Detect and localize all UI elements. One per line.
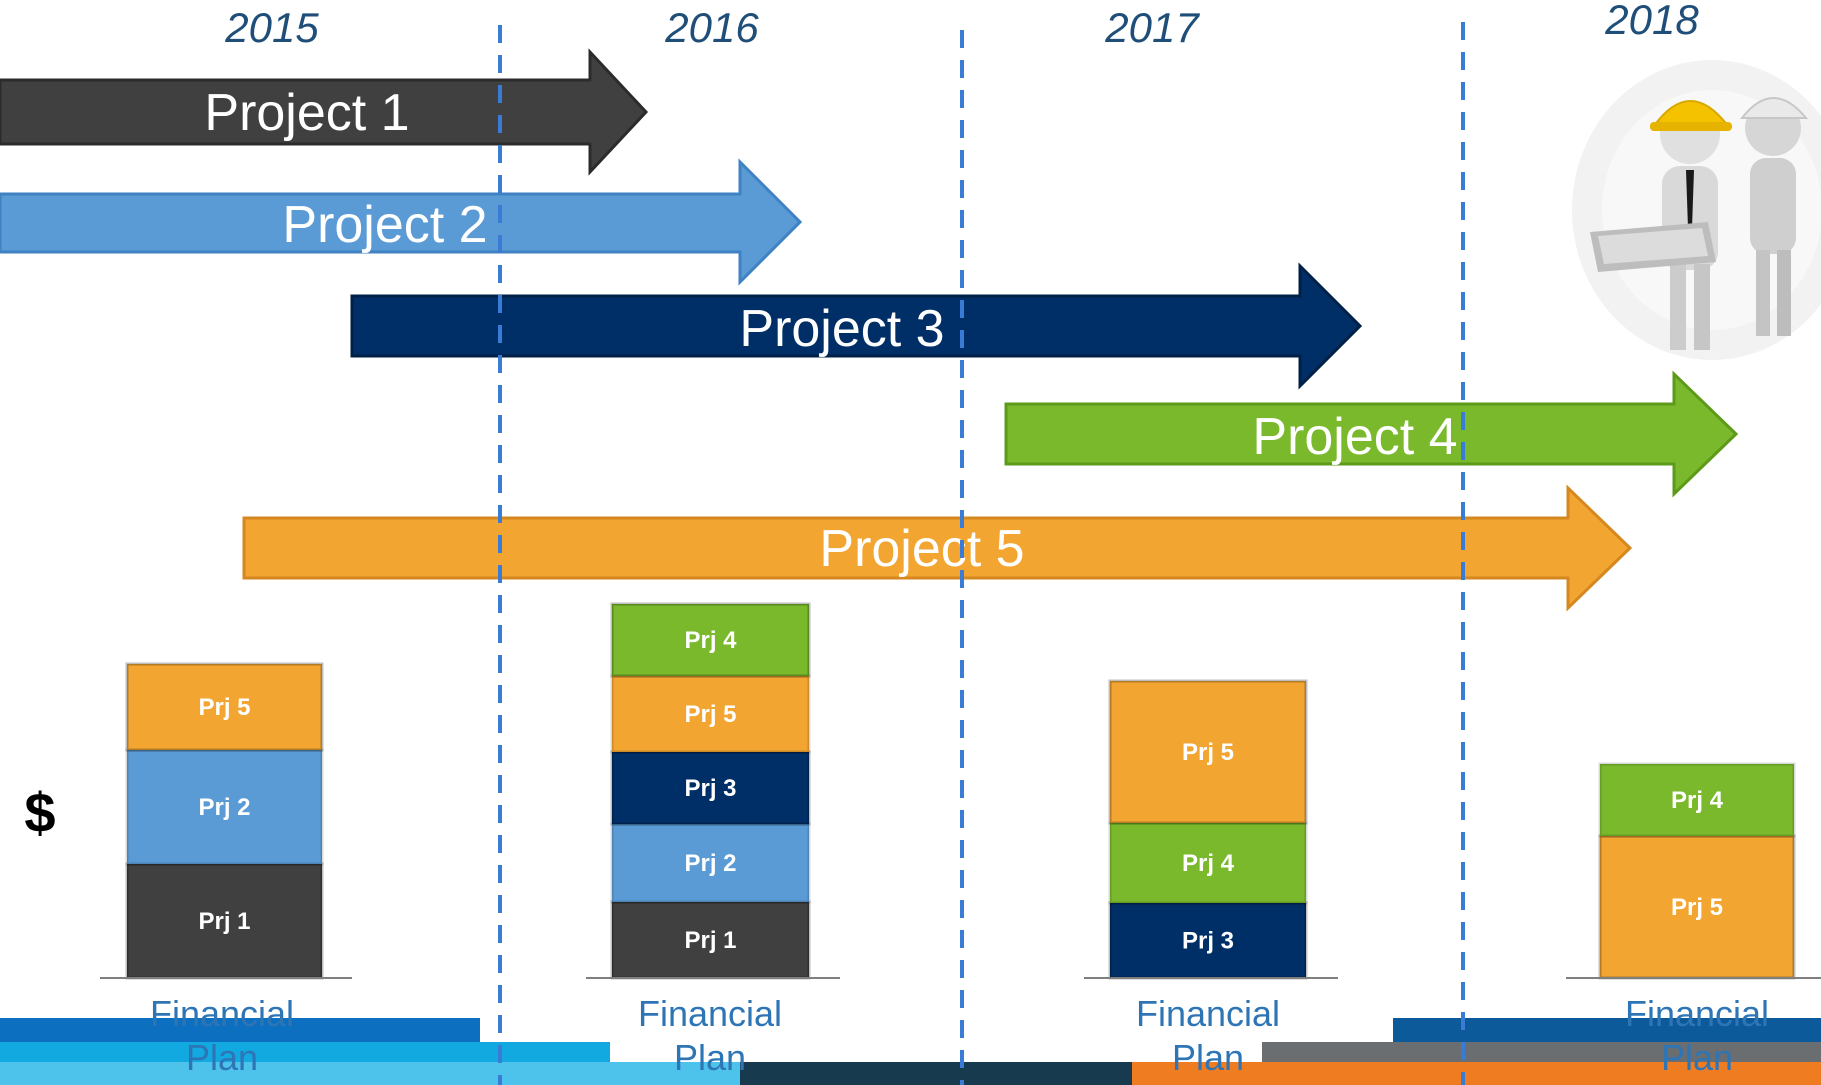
plan-segment (125, 748, 324, 866)
plan-segment (1108, 679, 1308, 825)
financial-plan-label: Financial (1136, 993, 1280, 1034)
plan-segment-label: Prj 3 (1182, 928, 1234, 955)
financial-plan-label: Plan (186, 1037, 258, 1078)
year-dividers (498, 22, 1465, 1085)
plan-segment-label: Prj 5 (1182, 739, 1234, 766)
project-arrow-1 (0, 48, 649, 176)
year-label-2017: 2017 (1104, 4, 1200, 51)
financial-plan-label: Financial (1625, 993, 1769, 1034)
plan-segment (1598, 762, 1796, 838)
plan-segment-label: Prj 4 (1182, 850, 1235, 877)
plan-segment-label: Prj 4 (684, 627, 737, 654)
plan-segment-label: Prj 2 (684, 850, 736, 877)
financial-plan-label: Financial (638, 993, 782, 1034)
plan-segment-label: Prj 5 (684, 701, 736, 728)
financial-plan-label: Plan (1172, 1037, 1244, 1078)
project-arrow-4 (1004, 370, 1739, 498)
plan-segment (1108, 901, 1308, 980)
plan-segment-label: Prj 3 (684, 775, 736, 802)
plan-segment (610, 822, 811, 904)
year-label-2015: 2015 (224, 4, 319, 51)
footer-color-strips (0, 1018, 1821, 1085)
financial-plan-label: Plan (674, 1037, 746, 1078)
project-label-1: Project 1 (204, 84, 409, 142)
engineers-with-blueprint-icon (1572, 60, 1821, 360)
plan-segment-label: Prj 1 (684, 927, 736, 954)
plan-segment (125, 662, 324, 752)
project-arrow-3 (350, 262, 1363, 390)
financial-plan-label: Financial (150, 993, 294, 1034)
plan-segment-label: Prj 5 (1671, 894, 1723, 921)
project-label-2: Project 2 (282, 196, 487, 254)
plan-segment (610, 602, 811, 678)
plan-segment (1108, 821, 1308, 905)
year-label-2018: 2018 (1604, 0, 1699, 43)
project-arrows: Project 1 Project 2 Project 3 Project 4 … (0, 48, 1739, 612)
project-arrow-5 (242, 484, 1633, 612)
plan-segment-label: Prj 5 (198, 694, 250, 721)
plan-segment-label: Prj 4 (1671, 787, 1724, 814)
project-label-5: Project 5 (819, 520, 1024, 578)
financial-plan-label: Plan (1661, 1037, 1733, 1078)
year-label-2016: 2016 (664, 4, 759, 51)
plan-segment-label: Prj 1 (198, 908, 250, 935)
project-label-3: Project 3 (739, 300, 944, 358)
plan-segment (610, 750, 811, 826)
project-arrow-2 (0, 158, 803, 286)
project-label-4: Project 4 (1252, 408, 1457, 466)
plan-segment-label: Prj 2 (198, 794, 250, 821)
plan-segment (610, 674, 811, 754)
currency-axis-label: $ (24, 781, 55, 844)
